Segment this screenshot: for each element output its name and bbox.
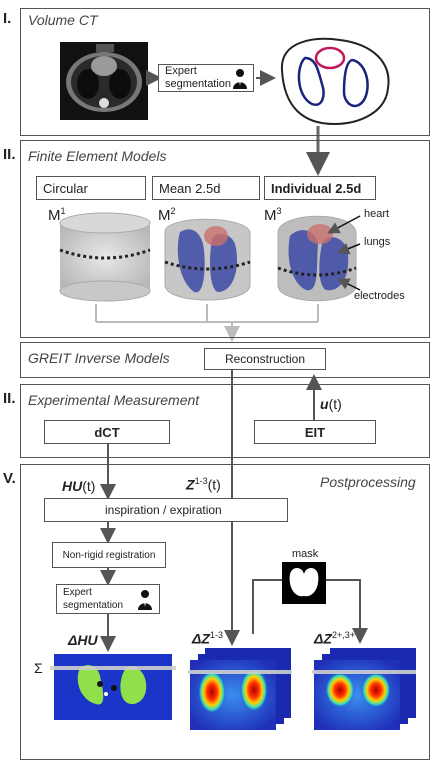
doctor-icon: [232, 68, 248, 90]
expert-segmentation-line1: Expert: [165, 65, 197, 77]
inspiration-expiration-box: inspiration / expiration: [44, 498, 288, 522]
model-circular: Circular: [36, 176, 146, 200]
reconstruction-box: Reconstruction: [204, 348, 326, 370]
label-z-t: Z1-3(t): [186, 476, 221, 493]
eit-box: EIT: [254, 420, 376, 444]
panel-postprocessing: [20, 464, 430, 760]
doctor-icon: [137, 589, 153, 611]
inspiration-expiration-label: inspiration / expiration: [105, 502, 222, 517]
model-individual-2-5d: Individual 2.5d: [264, 176, 376, 200]
heatmap-image-z1: [188, 648, 292, 730]
nonrigid-registration-box: Non-rigid registration: [52, 542, 166, 568]
label-u-t: u(t): [320, 396, 342, 412]
cylinder-mesh-m2: [164, 218, 251, 301]
cylinder-mesh-m1: [59, 212, 151, 302]
panel-volume-ct: [20, 8, 430, 136]
dct-box: dCT: [44, 420, 170, 444]
expert-segmentation-bottom-line1: Expert: [63, 587, 92, 598]
section-number-4: II.: [3, 390, 16, 407]
section-number-1: I.: [3, 10, 12, 27]
label-delta-z-2-3: ΔZ2+,3+: [314, 630, 355, 647]
label-lungs: lungs: [364, 236, 391, 248]
model-mean-2-5d: Mean 2.5d: [152, 176, 260, 200]
panel-greit: [20, 342, 430, 378]
section-title-measurement: Experimental Measurement: [28, 392, 200, 408]
section-title-fem: Finite Element Models: [28, 148, 167, 164]
expert-segmentation-box-top: Expert segmentation: [158, 64, 254, 92]
section-title-volume-ct: Volume CT: [28, 12, 98, 28]
section-title-greit: GREIT Inverse Models: [28, 350, 170, 366]
label-m3: M3: [264, 206, 282, 224]
segmentation-outline: [280, 37, 390, 126]
panel-measurement: [20, 384, 430, 458]
label-electrodes: electrodes: [354, 290, 405, 302]
section-number-5: V.: [3, 470, 16, 487]
section-number-2: II.: [3, 146, 16, 163]
model-combiner-lines: [95, 304, 319, 342]
delta-hu-image: [50, 654, 176, 720]
label-delta-hu: ΔHU: [68, 632, 98, 648]
expert-segmentation-box-bottom: Expert segmentation: [56, 584, 160, 614]
label-hu-t: HU(t): [62, 478, 96, 494]
label-delta-z-1-3: ΔZ1-3: [192, 630, 223, 647]
expert-segmentation-bottom-line2: segmentation: [63, 600, 124, 611]
mask-image: [282, 562, 326, 604]
panel-fem: [20, 140, 430, 338]
ct-scan-image: [60, 42, 148, 120]
label-m1: M1: [48, 206, 66, 224]
expert-segmentation-line2: segmentation: [165, 78, 232, 90]
section-title-postprocessing: Postprocessing: [320, 474, 416, 490]
label-m2: M2: [158, 206, 176, 224]
cylinder-mesh-m3: [277, 215, 357, 302]
label-sigma: Σ: [34, 660, 43, 676]
label-heart: heart: [364, 208, 390, 220]
label-mask: mask: [292, 548, 319, 560]
heatmap-image-z2: [312, 648, 416, 730]
